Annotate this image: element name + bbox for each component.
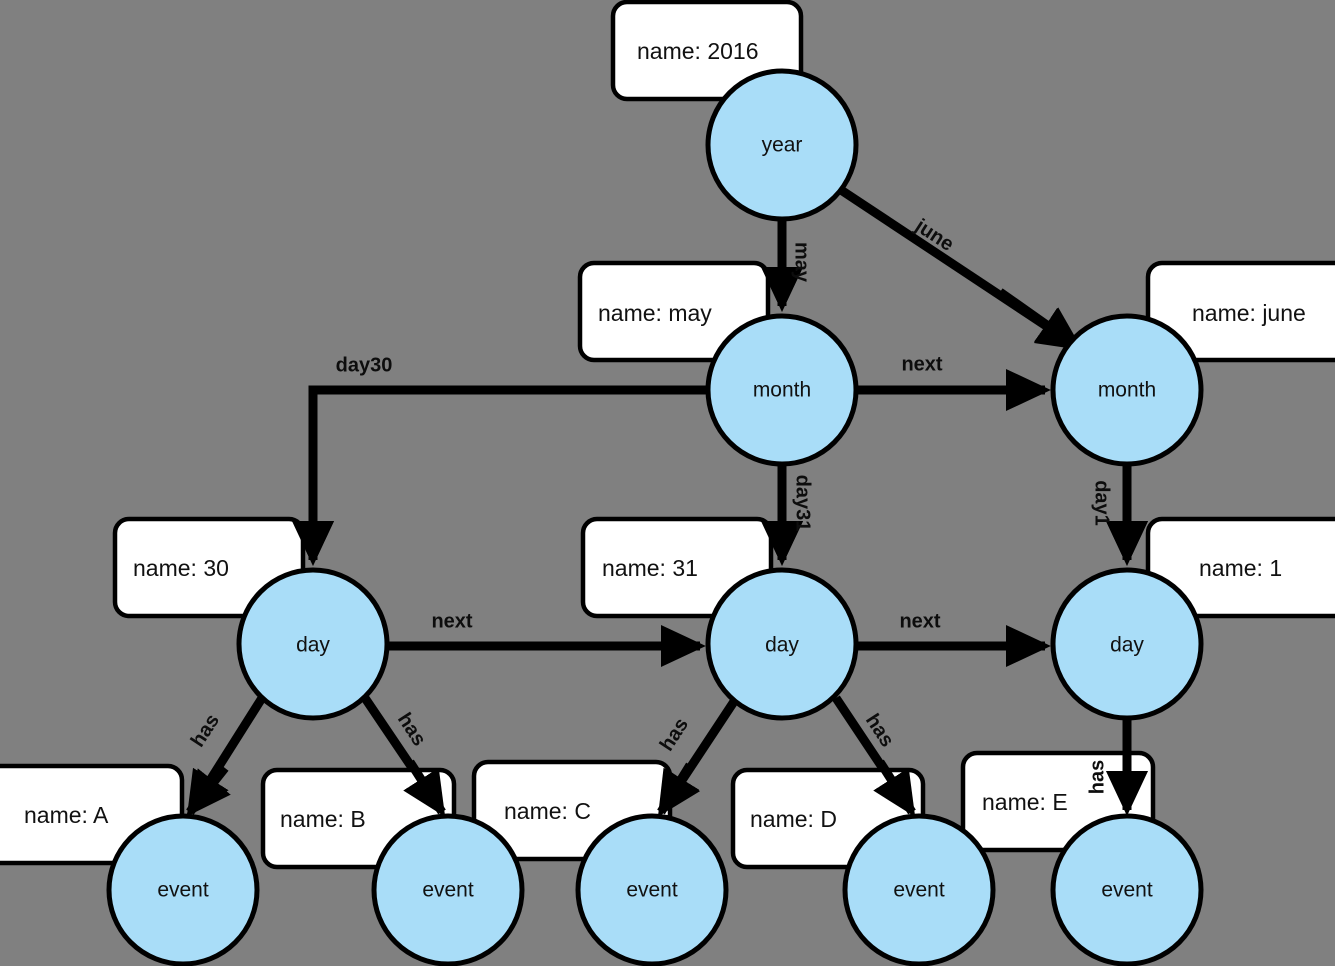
node-label-year: year (762, 134, 803, 157)
node-event-b[interactable]: event (371, 813, 525, 966)
edge-label-day30: day30 (336, 354, 393, 376)
property-text-day1: name: 1 (1199, 555, 1282, 581)
edge-labels-layer: may june next day30 day31 day1 next next… (187, 214, 1113, 794)
node-label-event-e: event (1101, 879, 1153, 902)
property-text-monthMay: name: may (598, 300, 712, 326)
property-boxes-layer: name: 2016 name: may name: june name: 30… (0, 0, 1335, 870)
node-month-june[interactable]: month (1050, 313, 1204, 467)
edge-label-has-eventE: has (1086, 760, 1108, 794)
property-text-eventD: name: D (750, 806, 837, 832)
node-label-day-31: day (765, 634, 799, 657)
node-month-may[interactable]: month (705, 313, 859, 467)
node-label-day-30: day (296, 634, 330, 657)
property-box-monthMay: name: may (577, 260, 771, 363)
node-label-event-b: event (422, 879, 474, 902)
property-box-day31: name: 31 (580, 516, 774, 619)
edge-label-next-day30-day31: next (431, 610, 472, 632)
property-text-eventB: name: B (280, 806, 366, 832)
edge-label-next-day31-day1: next (899, 610, 940, 632)
edge-label-has-eventA: has (187, 710, 224, 751)
edge-label-day31: day31 (792, 475, 814, 532)
node-year-2016[interactable]: year (705, 68, 859, 222)
edge-label-next-months: next (901, 353, 942, 375)
node-label-event-c: event (626, 879, 678, 902)
property-box-monthJune: name: june (1145, 260, 1335, 363)
edge-label-may: may (791, 242, 813, 283)
property-text-eventA: name: A (24, 802, 109, 828)
node-event-d[interactable]: event (842, 813, 996, 966)
property-box-day30: name: 30 (112, 516, 306, 619)
node-label-month-june: month (1098, 379, 1156, 402)
node-label-event-a: event (157, 879, 209, 902)
edge-overlays-layer (186, 267, 1149, 817)
property-text-eventC: name: C (504, 798, 591, 824)
property-text-monthJune: name: june (1192, 300, 1306, 326)
property-text-day31: name: 31 (602, 555, 698, 581)
edge-may-day30 (291, 385, 708, 566)
node-day-1[interactable]: day (1050, 567, 1204, 721)
node-day-31[interactable]: day (705, 567, 859, 721)
property-box-day1: name: 1 (1145, 516, 1335, 619)
property-text-year2016: name: 2016 (637, 38, 758, 64)
node-label-event-d: event (893, 879, 945, 902)
node-event-a[interactable]: event (106, 813, 260, 966)
node-label-day-1: day (1110, 634, 1144, 657)
edge-label-has-eventC: has (656, 714, 693, 755)
node-event-c[interactable]: event (575, 813, 729, 966)
nodes-layer: year month month day day day (106, 68, 1204, 966)
node-label-month-may: month (753, 379, 811, 402)
node-day-30[interactable]: day (236, 567, 390, 721)
property-text-day30: name: 30 (133, 555, 229, 581)
edge-label-day1: day1 (1091, 480, 1113, 526)
property-text-eventE: name: E (982, 789, 1068, 815)
node-event-e[interactable]: event (1050, 813, 1204, 966)
